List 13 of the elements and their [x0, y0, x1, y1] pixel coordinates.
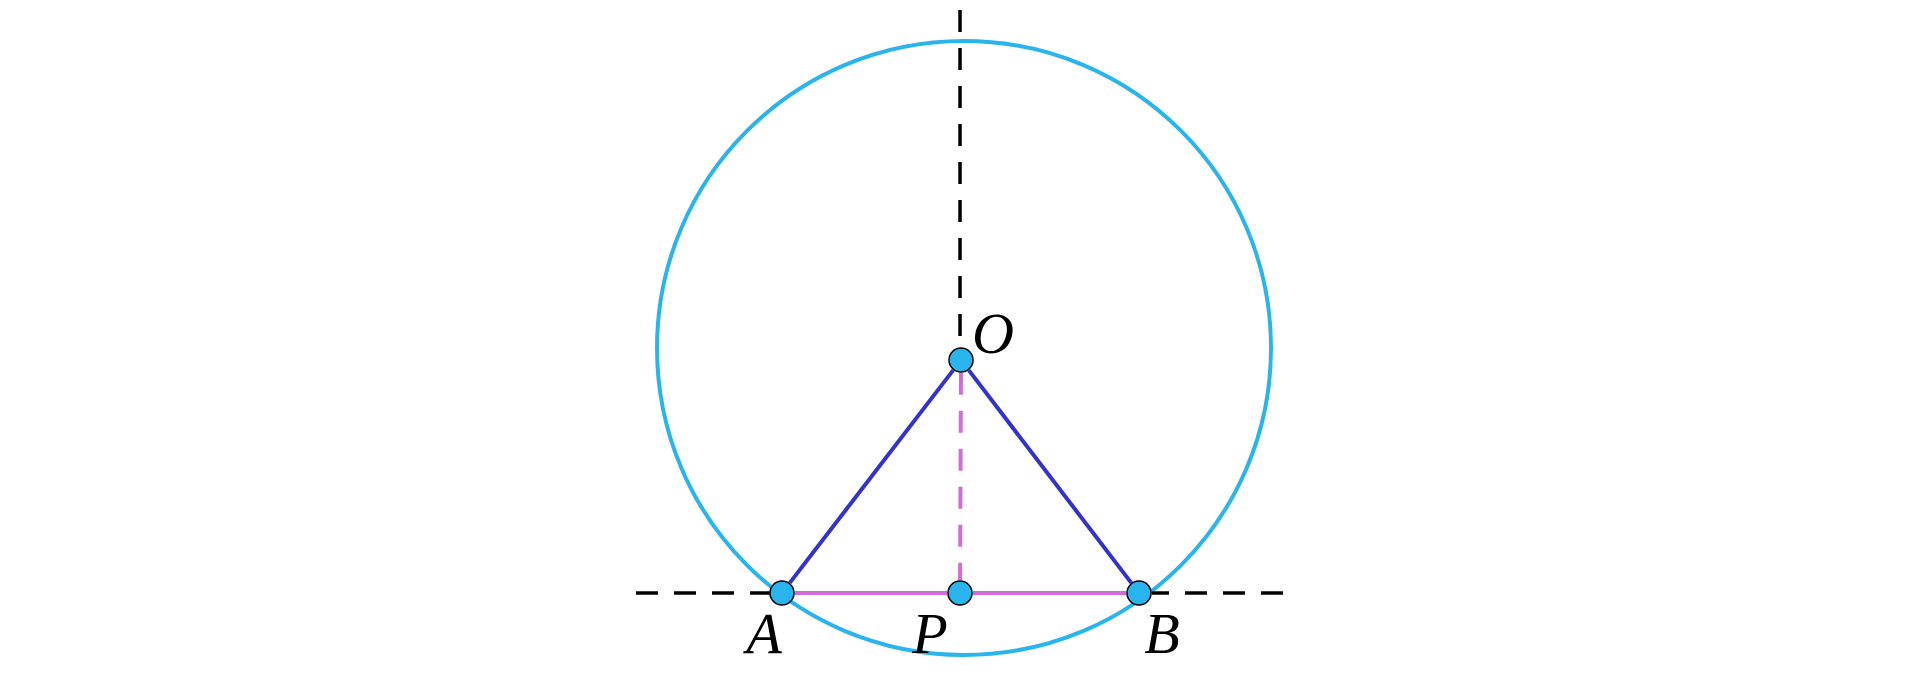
point-label: O [975, 314, 1013, 354]
line-segment [967, 368, 1133, 585]
point [947, 580, 973, 606]
point [948, 347, 974, 373]
point-label: P [912, 615, 947, 653]
point [1126, 580, 1152, 606]
point-label: B [1144, 614, 1179, 654]
point-label: A [743, 614, 782, 654]
line-segment [788, 368, 955, 585]
line-segment [794, 591, 948, 595]
line-segment [958, 372, 963, 581]
point [769, 580, 795, 606]
line-segment [972, 591, 1127, 595]
